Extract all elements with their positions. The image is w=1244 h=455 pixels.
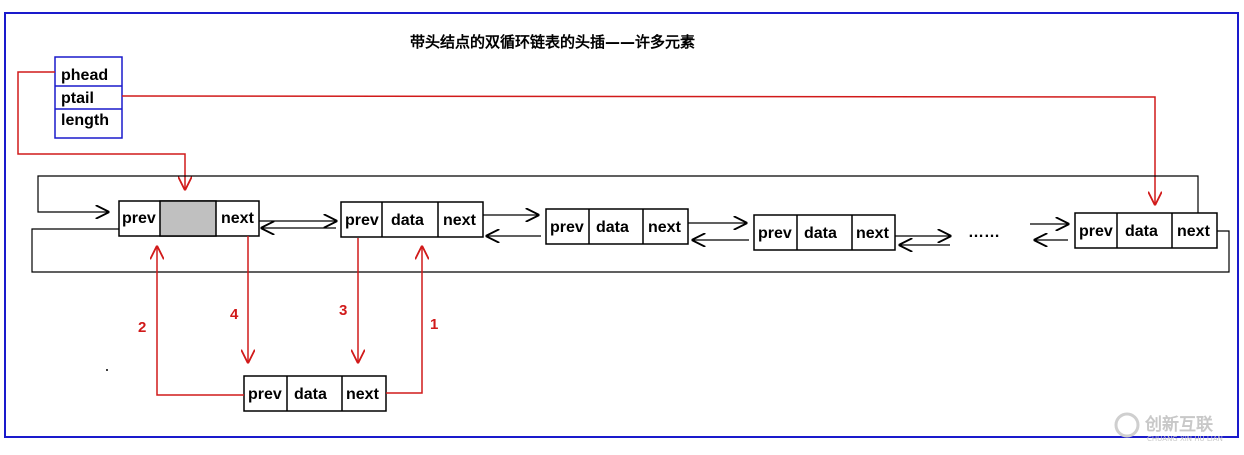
circular-next-link xyxy=(37,175,1199,213)
step-1-label: 1 xyxy=(430,316,438,333)
insertion-steps: 1 2 3 4 xyxy=(138,236,438,396)
node-next-label: next xyxy=(221,210,255,227)
node-next-label: next xyxy=(346,386,380,403)
node-data-label: data xyxy=(294,386,327,403)
step-2-label: 2 xyxy=(138,319,146,336)
watermark-logo-icon xyxy=(1114,412,1140,438)
list-node-4: prev data next xyxy=(753,214,896,251)
list-node-2: prev data next xyxy=(340,201,484,238)
step-1-arrow xyxy=(386,247,422,394)
length-field: length xyxy=(61,112,109,129)
node-prev-label: prev xyxy=(248,386,282,403)
node-data-label: data xyxy=(1125,223,1158,240)
watermark: 创新互联 CHUANG XIN HU LIAN xyxy=(1114,412,1223,443)
circular-prev-link xyxy=(31,228,1230,273)
node-prev-label: prev xyxy=(1079,223,1113,240)
list-node-3: prev data next xyxy=(545,208,689,245)
tail-node: prev data next xyxy=(1074,212,1218,249)
node-prev-label: prev xyxy=(758,225,792,242)
ptail-arrow xyxy=(121,95,1155,204)
head-node: prev next xyxy=(118,200,260,237)
node-data-label: data xyxy=(596,219,629,236)
node-next-label: next xyxy=(1177,223,1211,240)
ptail-field: ptail xyxy=(61,90,94,107)
node-prev-label: prev xyxy=(550,219,584,236)
list-links xyxy=(31,175,1230,273)
watermark-subtext: CHUANG XIN HU LIAN xyxy=(1147,435,1223,443)
diagram-frame xyxy=(4,12,1239,438)
ellipsis: …… xyxy=(968,224,1000,241)
node-next-label: next xyxy=(443,212,477,229)
diagram-title: 带头结点的双循环链表的头插——许多元素 xyxy=(410,33,695,51)
phead-field: phead xyxy=(61,67,108,84)
phead-arrow xyxy=(17,71,185,189)
node-next-label: next xyxy=(648,219,682,236)
step-4-label: 4 xyxy=(230,306,239,323)
step-3-label: 3 xyxy=(339,302,347,319)
node-data-label: data xyxy=(804,225,837,242)
stray-dot xyxy=(106,369,108,371)
list-header-struct: phead ptail length xyxy=(54,56,123,139)
node-prev-label: prev xyxy=(345,212,379,229)
step-2-arrow xyxy=(157,247,244,396)
head-data-cell xyxy=(159,200,217,237)
new-node: prev data next xyxy=(243,375,387,412)
node-data-label: data xyxy=(391,212,424,229)
node-prev-label: prev xyxy=(122,210,156,227)
node-next-label: next xyxy=(856,225,890,242)
watermark-text: 创新互联 xyxy=(1144,414,1213,435)
